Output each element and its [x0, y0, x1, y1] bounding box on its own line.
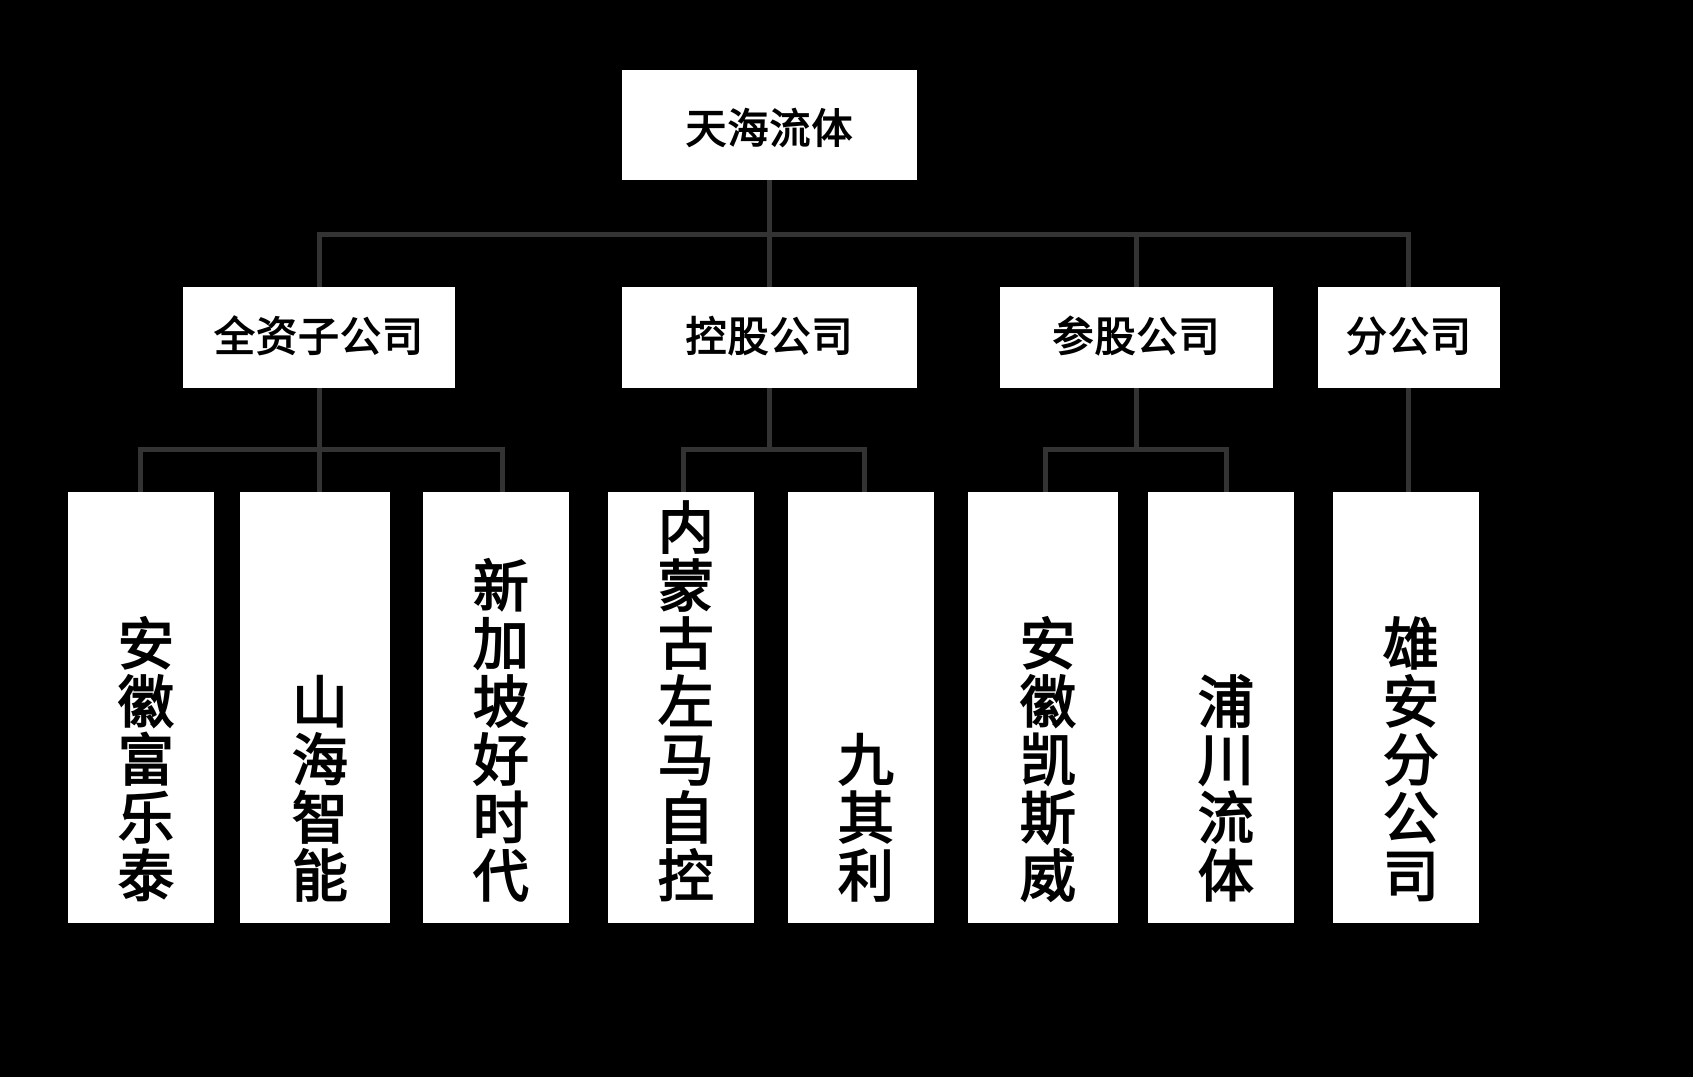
- org-node-anhui-fuletai[interactable]: 安徽富乐泰: [68, 492, 214, 923]
- org-node-anhui-kaisiwei[interactable]: 安徽凯斯威: [968, 492, 1118, 923]
- org-node-jiuqili[interactable]: 九其利: [788, 492, 934, 923]
- connector-stem-wholly-owned: [317, 388, 322, 450]
- org-node-label: 控股公司: [685, 313, 854, 360]
- org-node-neimenggu-zuoma-zikong[interactable]: 内蒙古左马自控: [608, 492, 754, 923]
- org-node-root[interactable]: 天海流体: [622, 70, 917, 180]
- org-node-category-participating[interactable]: 参股公司: [1000, 287, 1273, 388]
- connector-drop-puchuan-liuti: [1224, 447, 1229, 492]
- connector-drop-jiuqili: [862, 447, 867, 492]
- connector-bus-participating: [1043, 447, 1229, 452]
- connector-stem-controlled: [767, 388, 772, 450]
- org-node-xiongan-branch[interactable]: 雄安分公司: [1333, 492, 1479, 923]
- org-node-puchuan-liuti[interactable]: 浦川流体: [1148, 492, 1294, 923]
- connector-drop-anhui-fuletai: [138, 447, 143, 492]
- org-node-singapore-haoshidai[interactable]: 新加坡好时代: [423, 492, 569, 923]
- connector-drop-shanhai-zhineng: [317, 447, 322, 492]
- org-node-category-wholly-owned[interactable]: 全资子公司: [183, 287, 455, 388]
- connector-stem-participating: [1134, 388, 1139, 450]
- org-node-label: 九其利: [830, 731, 894, 905]
- org-node-label: 内蒙古左马自控: [650, 499, 714, 905]
- connector-drop-singapore-haoshidai: [500, 447, 505, 492]
- org-node-category-controlled[interactable]: 控股公司: [622, 287, 917, 388]
- connector-root-stem: [767, 180, 772, 235]
- org-node-label: 安徽凯斯威: [1012, 615, 1076, 905]
- org-node-category-branch[interactable]: 分公司: [1318, 287, 1500, 388]
- connector-drop-anhui-kaisiwei: [1043, 447, 1048, 492]
- connector-drop-controlled: [767, 232, 772, 287]
- org-node-label: 雄安分公司: [1375, 615, 1439, 905]
- connector-drop-branch: [1406, 232, 1411, 287]
- connector-bus-controlled: [681, 447, 867, 452]
- connector-drop-participating: [1134, 232, 1139, 287]
- connector-drop-neimenggu-zuoma: [681, 447, 686, 492]
- org-node-label: 参股公司: [1052, 313, 1221, 360]
- org-node-label: 分公司: [1346, 313, 1472, 360]
- org-node-shanhai-zhineng[interactable]: 山海智能: [240, 492, 390, 923]
- connector-stem-branch: [1406, 388, 1411, 492]
- org-node-label: 全资子公司: [214, 313, 424, 360]
- connector-level2-bus: [317, 232, 1411, 237]
- org-node-label: 新加坡好时代: [465, 557, 529, 905]
- org-node-label: 浦川流体: [1190, 673, 1254, 905]
- org-node-label: 安徽富乐泰: [110, 615, 174, 905]
- org-node-root-label: 天海流体: [685, 106, 854, 152]
- connector-drop-wholly-owned: [317, 232, 322, 287]
- org-node-label: 山海智能: [284, 673, 348, 905]
